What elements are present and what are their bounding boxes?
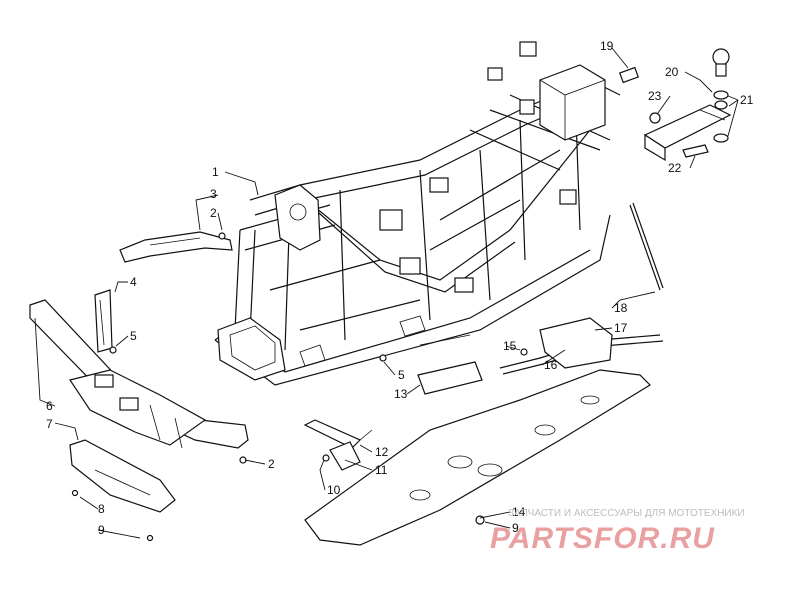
callout-14: 14 xyxy=(512,505,526,519)
watermark-tagline: ЗАПЧАСТИ И АКСЕССУАРЫ ДЛЯ МОТОТЕХНИКИ xyxy=(508,508,745,519)
callout-23: 23 xyxy=(648,89,662,103)
callout-9: 9 xyxy=(98,523,105,537)
callout-8: 8 xyxy=(98,502,105,516)
hitch-ball xyxy=(712,48,730,143)
callout-6: 6 xyxy=(46,399,53,413)
front-bumper xyxy=(29,299,249,449)
callout-22: 22 xyxy=(668,161,682,175)
main-frame xyxy=(214,41,621,386)
hitch-assembly xyxy=(619,66,732,162)
callout-20: 20 xyxy=(665,65,679,79)
callout-17: 17 xyxy=(614,321,628,335)
watermark: ЗАПЧАСТИ И АКСЕССУАРЫ ДЛЯ МОТОТЕХНИКИ PA… xyxy=(490,508,745,555)
callout-11: 11 xyxy=(375,463,388,477)
callout-19: 19 xyxy=(600,39,614,53)
front-upper-bracket xyxy=(119,231,233,263)
callout-9-lower: 9 xyxy=(512,521,519,535)
callout-1: 1 xyxy=(212,165,219,179)
callout-4: 4 xyxy=(130,275,137,289)
footrest-bracket xyxy=(303,419,373,471)
callout-2-lower: 2 xyxy=(268,457,275,471)
watermark-logo: PARTSFOR.RU xyxy=(490,522,715,555)
callout-2: 2 xyxy=(210,206,217,220)
skid-plate-main xyxy=(304,369,651,546)
callout-5: 5 xyxy=(130,329,137,343)
support-rod xyxy=(629,202,664,291)
callout-21: 21 xyxy=(740,93,754,107)
callout-16: 16 xyxy=(544,358,558,372)
callout-15: 15 xyxy=(503,339,517,353)
bumper-brace xyxy=(94,289,113,353)
leader-lines xyxy=(34,47,739,539)
callout-5-lower: 5 xyxy=(398,368,405,382)
mounting-plate xyxy=(417,334,483,395)
callout-10: 10 xyxy=(327,483,341,497)
callout-18: 18 xyxy=(614,301,628,315)
skid-plate-front xyxy=(69,439,176,513)
callout-13: 13 xyxy=(394,387,408,401)
callout-3: 3 xyxy=(210,187,217,201)
callout-7: 7 xyxy=(46,417,53,431)
footrest-rail xyxy=(499,317,664,375)
callout-12: 12 xyxy=(375,445,389,459)
callout-labels: 1 3 2 4 5 6 7 8 9 2 5 13 10 11 12 14 9 1… xyxy=(46,39,754,537)
